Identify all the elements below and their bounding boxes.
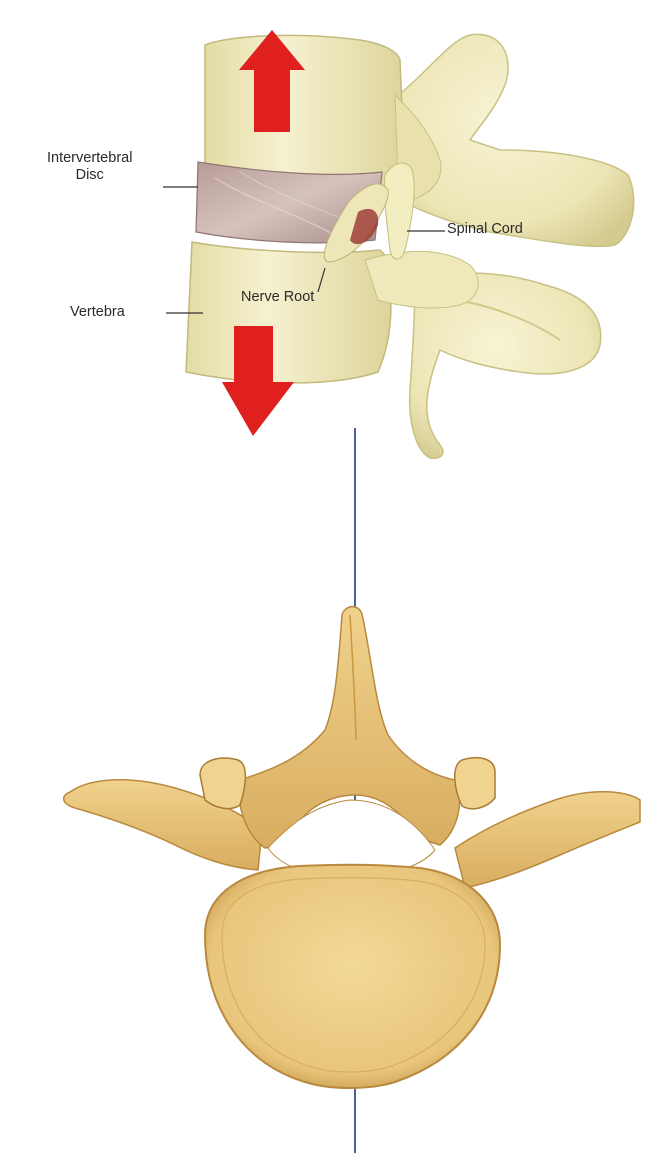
lower-vertebral-body: [186, 242, 391, 383]
nerve-root-label: Nerve Root: [241, 289, 314, 306]
spinal-cord: [384, 163, 414, 259]
side-view-illustration: [163, 30, 634, 458]
vertebra-label: Vertebra: [70, 304, 125, 321]
top-view-vertebra: [64, 607, 640, 1088]
vertebral-body-top: [205, 865, 500, 1088]
intervertebral-disc-label: Intervertebral Disc: [47, 150, 132, 184]
lower-facet: [365, 251, 478, 308]
right-articular-process: [455, 758, 495, 809]
intervertebral-disc-label-line1: Intervertebral: [47, 150, 132, 167]
left-articular-process: [200, 758, 245, 808]
spinal-cord-label: Spinal Cord: [447, 221, 523, 238]
intervertebral-disc-label-line2: Disc: [47, 167, 132, 184]
